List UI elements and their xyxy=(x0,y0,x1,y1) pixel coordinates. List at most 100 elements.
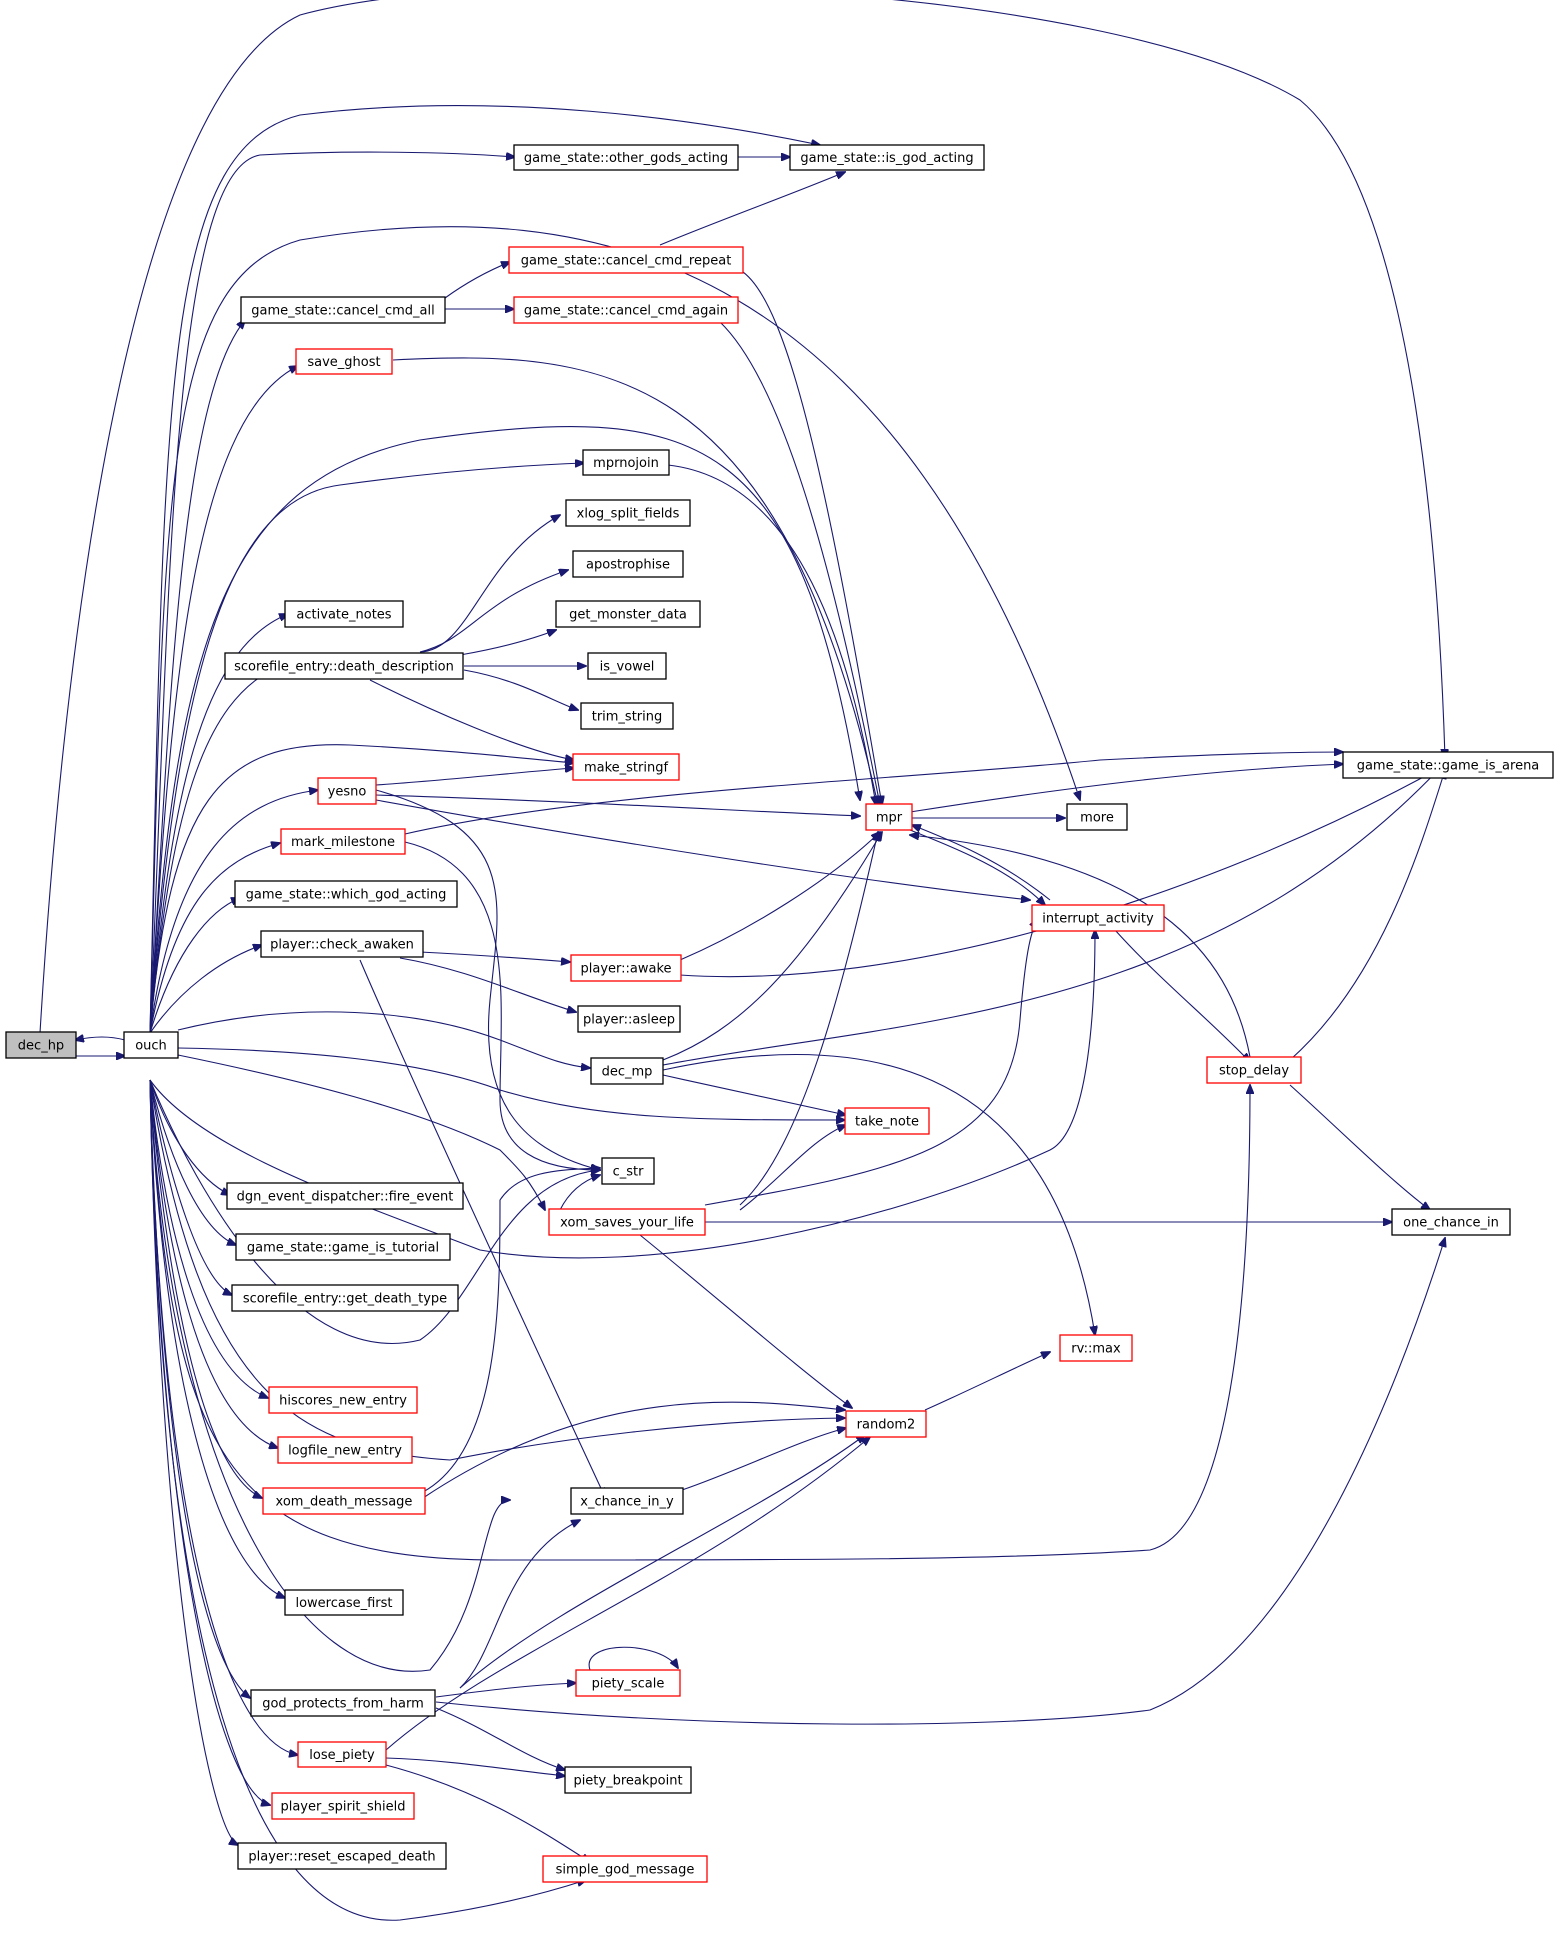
node-label: player::asleep xyxy=(583,1013,675,1028)
node-box xyxy=(548,1208,706,1236)
node-box xyxy=(572,753,680,781)
edge-yesno-mpr xyxy=(375,794,860,816)
node-label: dgn_event_dispatcher::fire_event xyxy=(237,1190,454,1205)
node-box xyxy=(250,1689,436,1717)
edge-check-awaken-x-chance xyxy=(359,959,605,1497)
node-awake[interactable]: player::awake xyxy=(570,954,682,982)
node-label: get_monster_data xyxy=(569,608,687,623)
node-god-protects[interactable]: god_protects_from_harm xyxy=(250,1689,436,1717)
node-box xyxy=(789,144,985,171)
node-label: game_state::game_is_tutorial xyxy=(247,1241,439,1256)
node-hiscores[interactable]: hiscores_new_entry xyxy=(268,1386,418,1414)
node-label: random2 xyxy=(857,1418,916,1433)
node-piety-breakpoint[interactable]: piety_breakpoint xyxy=(564,1766,692,1794)
edge-xom-saves-mpr xyxy=(739,832,878,1206)
node-box xyxy=(572,550,684,578)
node-label: piety_breakpoint xyxy=(573,1774,682,1789)
node-box xyxy=(262,1487,426,1515)
node-xom-death[interactable]: xom_death_message xyxy=(262,1487,426,1515)
node-interrupt[interactable]: interrupt_activity xyxy=(1031,904,1165,932)
edge-cancel-repeat-is-god xyxy=(659,172,845,246)
node-save-ghost[interactable]: save_ghost xyxy=(295,348,393,375)
node-is-god-acting[interactable]: game_state::is_god_acting xyxy=(789,144,985,171)
node-game-is-arena[interactable]: game_state::game_is_arena xyxy=(1342,751,1554,779)
node-is-vowel[interactable]: is_vowel xyxy=(587,652,667,680)
edge-dec-hp-game-is-arena xyxy=(39,0,1445,1034)
node-box xyxy=(513,144,739,171)
node-take-note[interactable]: take_note xyxy=(844,1107,930,1135)
node-label: make_stringf xyxy=(584,761,669,776)
node-asleep[interactable]: player::asleep xyxy=(577,1005,681,1033)
node-box xyxy=(590,1057,664,1085)
node-is-tutorial[interactable]: game_state::game_is_tutorial xyxy=(235,1233,451,1261)
node-make-stringf[interactable]: make_stringf xyxy=(572,753,680,781)
node-spirit-shield[interactable]: player_spirit_shield xyxy=(271,1792,415,1820)
node-dec-mp[interactable]: dec_mp xyxy=(590,1057,664,1085)
node-reset-escaped[interactable]: player::reset_escaped_death xyxy=(237,1842,447,1870)
edge-piety-scale-self xyxy=(588,1646,678,1671)
node-label: trim_string xyxy=(592,710,663,725)
edge-xom-saves-c-str xyxy=(559,1175,600,1211)
node-get-death-type[interactable]: scorefile_entry::get_death_type xyxy=(231,1284,459,1312)
node-lowercase-first[interactable]: lowercase_first xyxy=(284,1589,404,1616)
node-x-chance[interactable]: x_chance_in_y xyxy=(570,1487,684,1515)
edge-dec-mp-mpr xyxy=(662,832,882,1061)
node-activate-notes[interactable]: activate_notes xyxy=(284,600,404,628)
node-c-str[interactable]: c_str xyxy=(601,1157,655,1185)
node-get-monster-data[interactable]: get_monster_data xyxy=(555,600,701,628)
node-label: more xyxy=(1080,811,1114,826)
edge-god-protects-x-chance xyxy=(459,1520,580,1689)
node-death-desc[interactable]: scorefile_entry::death_description xyxy=(224,652,464,680)
node-one-chance[interactable]: one_chance_in xyxy=(1391,1208,1511,1236)
edge-dec-mp-take-note xyxy=(662,1074,846,1115)
node-cancel-again[interactable]: game_state::cancel_cmd_again xyxy=(513,296,739,324)
node-label: player::reset_escaped_death xyxy=(248,1850,435,1865)
edge-yesno-c-str xyxy=(375,789,600,1170)
node-xlog-split[interactable]: xlog_split_fields xyxy=(565,499,691,527)
edge-ouch-logfile xyxy=(149,1079,278,1448)
node-label: c_str xyxy=(613,1165,645,1180)
node-label: logfile_new_entry xyxy=(288,1444,402,1459)
node-stop-delay[interactable]: stop_delay xyxy=(1206,1056,1302,1084)
edge-god-protects-one-chance xyxy=(435,1238,1445,1725)
edge-yesno-make-stringf xyxy=(375,768,574,786)
node-box xyxy=(237,1842,447,1870)
node-box xyxy=(587,652,667,680)
edge-ouch-stop-delay xyxy=(149,1079,1250,1561)
node-logfile[interactable]: logfile_new_entry xyxy=(277,1436,413,1464)
node-yesno[interactable]: yesno xyxy=(317,777,377,805)
node-rv-max[interactable]: rv::max xyxy=(1059,1334,1133,1362)
node-piety-scale[interactable]: piety_scale xyxy=(575,1669,681,1697)
edge-xom-saves-random2 xyxy=(639,1234,852,1408)
node-more[interactable]: more xyxy=(1066,803,1128,831)
node-trim-string[interactable]: trim_string xyxy=(580,702,674,730)
edge-x-chance-random2 xyxy=(681,1428,846,1491)
edge-xom-death-c-str xyxy=(422,1168,600,1493)
node-label: lose_piety xyxy=(309,1748,375,1763)
node-mpr[interactable]: mpr xyxy=(865,803,913,831)
node-xom-saves[interactable]: xom_saves_your_life xyxy=(548,1208,706,1236)
edge-ouch-fire-event xyxy=(149,1079,230,1195)
node-apostrophise[interactable]: apostrophise xyxy=(572,550,684,578)
node-cancel-all[interactable]: game_state::cancel_cmd_all xyxy=(240,296,446,324)
node-lose-piety[interactable]: lose_piety xyxy=(297,1741,387,1768)
node-check-awaken[interactable]: player::check_awaken xyxy=(260,930,424,958)
edge-death-desc-make-stringf xyxy=(369,679,574,760)
node-box xyxy=(601,1157,655,1185)
node-label: game_state::game_is_arena xyxy=(1357,759,1540,774)
node-cancel-repeat[interactable]: game_state::cancel_cmd_repeat xyxy=(508,246,744,274)
edges xyxy=(39,0,1445,1921)
node-which-god[interactable]: game_state::which_god_acting xyxy=(234,880,458,908)
node-ouch[interactable]: ouch xyxy=(123,1031,179,1059)
node-box xyxy=(260,930,424,958)
edge-dec-mp-arena xyxy=(662,768,1440,1066)
node-simple-god-msg[interactable]: simple_god_message xyxy=(542,1855,708,1883)
node-box xyxy=(234,880,458,908)
node-dec-hp[interactable]: dec_hp xyxy=(5,1031,77,1059)
node-mark-milestone[interactable]: mark_milestone xyxy=(280,828,406,855)
node-fire-event[interactable]: dgn_event_dispatcher::fire_event xyxy=(226,1182,464,1210)
node-mprnojoin[interactable]: mprnojoin xyxy=(582,449,670,476)
node-other-gods[interactable]: game_state::other_gods_acting xyxy=(513,144,739,171)
node-random2[interactable]: random2 xyxy=(845,1410,927,1438)
node-label: x_chance_in_y xyxy=(580,1495,674,1510)
